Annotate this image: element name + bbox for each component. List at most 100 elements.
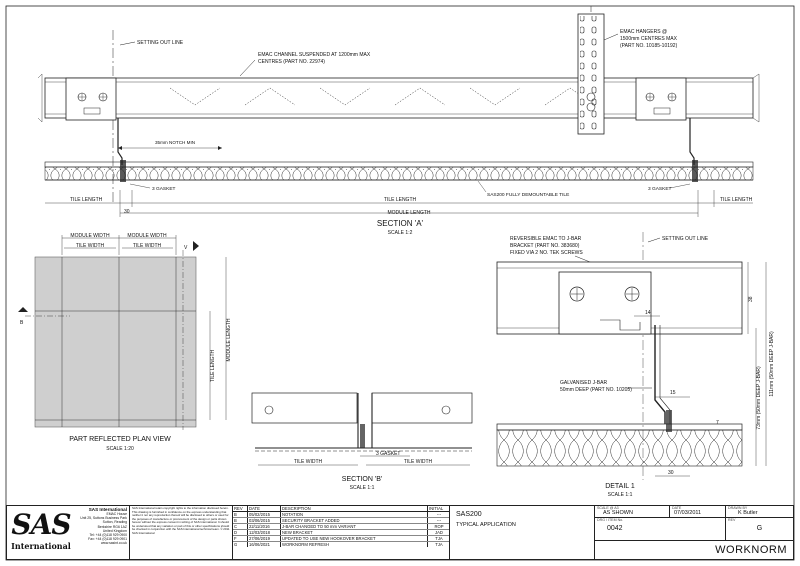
gasket-left-label: 3 GASKET: [152, 186, 176, 192]
hanger-label-3: (PART NO. 10185-10192): [620, 43, 678, 49]
emac-channel-label-2: CENTRES (PART NO. 22974): [258, 59, 325, 65]
hanger-label-1: EMAC HANGERS @: [620, 29, 667, 35]
disclaimer: SAS International retain copyright right…: [129, 506, 232, 559]
date-value: 07/03/2011: [674, 510, 702, 516]
company-line-6: Fax: +44 (0)118 929 0901: [88, 537, 127, 542]
rev-cell: TJA: [427, 535, 450, 542]
logo-sub: International: [11, 541, 71, 551]
gasket-right: [692, 160, 698, 182]
rev-cell: B: [233, 517, 248, 524]
v-mark: V: [184, 245, 188, 251]
tile-face: [44, 161, 754, 168]
title-line-2: TYPICAL APPLICATION: [456, 522, 516, 528]
bracket-right: [635, 77, 687, 121]
revision-row: G 16/06/2021 WORKNORM REFRESH TJA: [233, 541, 450, 547]
rev-cell: NOTATION: [280, 511, 428, 518]
rev-cell: TJA: [435, 542, 443, 547]
tile-length-mid: TILE LENGTH: [384, 197, 417, 203]
revision-table: REV DATE DESCRIPTION INITIAL B 05/02/201…: [232, 506, 450, 559]
revision-row: C 22/11/2016 J-BAR CHANGED TO 50 mm VARI…: [233, 523, 450, 530]
rev-cell: 03/06/2015: [247, 517, 281, 524]
tile-width-1: TILE WIDTH: [76, 243, 105, 249]
module-length-a: MODULE LENGTH: [387, 210, 430, 216]
detail-1: SETTING OUT LINE REVERSIBLE EMAC TO J-BA…: [496, 232, 775, 498]
module-width-2: MODULE WIDTH: [127, 233, 167, 239]
rev-cell: NEW BRACKET: [280, 529, 428, 536]
rev-cell: 27/06/2019: [247, 535, 281, 542]
bracket-label-3: FIXED VIA 2 NO. TEK SCREWS: [510, 250, 583, 256]
gasket-b: 3 GASKET: [376, 451, 400, 457]
rev-cell-box: REV G: [725, 518, 793, 541]
section-a-title: SECTION 'A': [377, 219, 424, 228]
dim-7: 7: [716, 420, 719, 426]
dim-30: 30: [124, 209, 130, 215]
detail-setting-out-label: SETTING OUT LINE: [662, 236, 709, 242]
company-line-5: Tel: +44 (0)118 929 0900: [89, 533, 127, 538]
tile-length-right: TILE LENGTH: [720, 197, 753, 203]
insulation-a: [44, 166, 754, 181]
dwg-label: DRG / ITEM No.: [597, 518, 624, 522]
detail-1-scale: SCALE 1:1: [608, 492, 633, 498]
rev-cell: C: [233, 523, 248, 530]
emac-channel: [44, 77, 754, 119]
tile-label: SAS200 FULLY DEMOUNTABLE TILE: [487, 192, 569, 198]
revision-row: F 27/06/2019 UPDATED TO USE NEW HOOKOVER…: [233, 535, 450, 542]
disclaimer-text: SAS International retain copyright right…: [132, 506, 230, 535]
section-a-scale: SCALE 1:2: [388, 230, 413, 236]
title-line-1: SAS200: [456, 511, 482, 518]
detail-1-title: DETAIL 1: [605, 483, 635, 490]
setting-out-line-label: SETTING OUT LINE: [137, 40, 184, 46]
notch-label: 35mm NOTCH MIN: [155, 140, 195, 145]
tile-length-left: TILE LENGTH: [70, 197, 103, 203]
title-block: SAS International SAS International EMAC…: [6, 505, 794, 560]
drawn-label: DRAWN BY: [728, 506, 748, 510]
dim-73: 73mm (50mm DEEP J-BAR): [756, 366, 762, 430]
company-line-1: Unit 25, Suttons Business Park: [80, 516, 127, 521]
jbar-label-1: GALVANISED J-BAR: [560, 380, 607, 386]
emac-channel-label-1: EMAC CHANNEL SUSPENDED AT 1200mm MAX: [258, 52, 371, 58]
tile-width-b2: TILE WIDTH: [404, 459, 433, 465]
section-b-scale: SCALE 1:1: [350, 485, 375, 491]
date-cell: DATE 07/03/2011: [669, 506, 725, 518]
tile-width-b1: TILE WIDTH: [294, 459, 323, 465]
company-line-2: Sutton, Reading: [102, 520, 127, 525]
section-a: SETTING OUT LINE: [37, 6, 760, 236]
plan-view: MODULE WIDTH MODULE WIDTH TILE WIDTH TIL…: [18, 233, 232, 452]
drawn-cell: DRAWN BY K Butler: [725, 506, 793, 518]
sas-logo: SAS International: [10, 509, 72, 557]
dim-38: 38: [748, 296, 754, 302]
rev-cell: ---: [427, 517, 450, 524]
scale-label: SCALE @ A3: [597, 506, 619, 510]
tile-width-2: TILE WIDTH: [133, 243, 162, 249]
rev-cell: 22/11/2016: [247, 523, 281, 530]
module-width-1: MODULE WIDTH: [70, 233, 110, 239]
company-line-7: www.sasint.co.uk: [100, 541, 127, 546]
rev-cell: 05/02/2015: [247, 511, 281, 518]
rev-cell: 12/03/2018: [247, 529, 281, 536]
detail-insulation: [496, 429, 743, 467]
rev-col-rev: REV: [233, 506, 248, 512]
rev-cell: B: [233, 511, 248, 518]
company-name: SAS International: [88, 507, 127, 512]
rev-cell: UPDATED TO USE NEW HOOKOVER BRACKET: [280, 535, 428, 542]
logo-mark: SAS: [11, 509, 71, 541]
rev-cell: F: [233, 535, 248, 542]
scale-value: AS SHOWN: [603, 510, 633, 516]
revision-grid: REV DATE DESCRIPTION INITIAL B 05/02/201…: [233, 506, 450, 547]
company-info: SAS International EMAC House Unit 25, Su…: [75, 507, 127, 559]
dim-14: 14: [645, 310, 651, 316]
dim-111: 111mm (50mm DEEP J-BAR): [769, 331, 775, 397]
dim-30-detail: 30: [668, 470, 674, 476]
section-b: TILE WIDTH TILE WIDTH 3 GASKET SECTION '…: [251, 392, 473, 491]
plan-grid: [34, 256, 197, 428]
dim-15: 15: [670, 390, 676, 396]
sheet-border: [5, 5, 795, 561]
revision-row: B 03/06/2015 SECURITY BRACKET ADDED ---: [233, 517, 450, 524]
revision-row: D 12/03/2018 NEW BRACKET JAD: [233, 529, 450, 536]
company-line-3: Berkshire RG6 1AZ: [97, 524, 127, 529]
bracket-left: [65, 77, 117, 121]
revision-header: REV DATE DESCRIPTION INITIAL: [233, 506, 450, 512]
rev-cell: D: [233, 529, 248, 536]
scale-cell: SCALE @ A3 AS SHOWN: [594, 506, 669, 518]
